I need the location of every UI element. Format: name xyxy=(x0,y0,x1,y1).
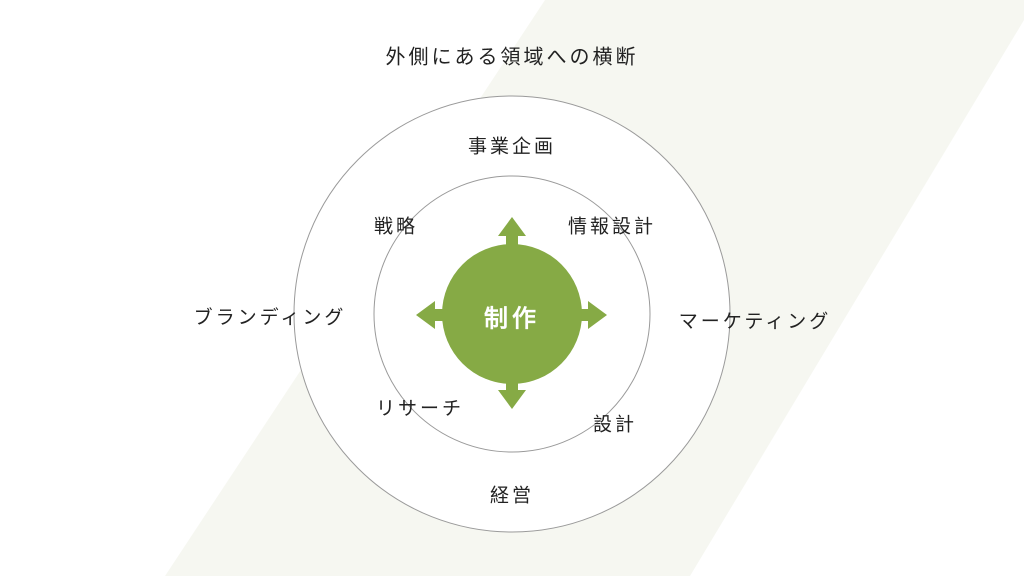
inner-label-top-right: 情報設計 xyxy=(567,215,657,238)
inner-label-bottom-right: 設計 xyxy=(592,413,638,436)
outer-label-right: マーケティング xyxy=(678,310,832,333)
outer-label-top: 事業企画 xyxy=(467,135,557,158)
outer-label-left: ブランディング xyxy=(193,306,347,329)
arrow-down-icon xyxy=(498,376,526,409)
center-circle xyxy=(442,244,582,384)
inner-label-top-left: 戦略 xyxy=(373,215,419,238)
center-label: 制作 xyxy=(484,304,540,333)
arrow-left-icon xyxy=(416,301,450,329)
outer-label-bottom: 経営 xyxy=(489,484,535,507)
diagram-title: 外側にある領域への横断 xyxy=(385,44,639,69)
inner-label-bottom-left: リサーチ xyxy=(375,397,465,420)
arrow-right-icon xyxy=(574,301,607,329)
arrows xyxy=(416,217,607,409)
arrow-up-icon xyxy=(498,217,526,250)
